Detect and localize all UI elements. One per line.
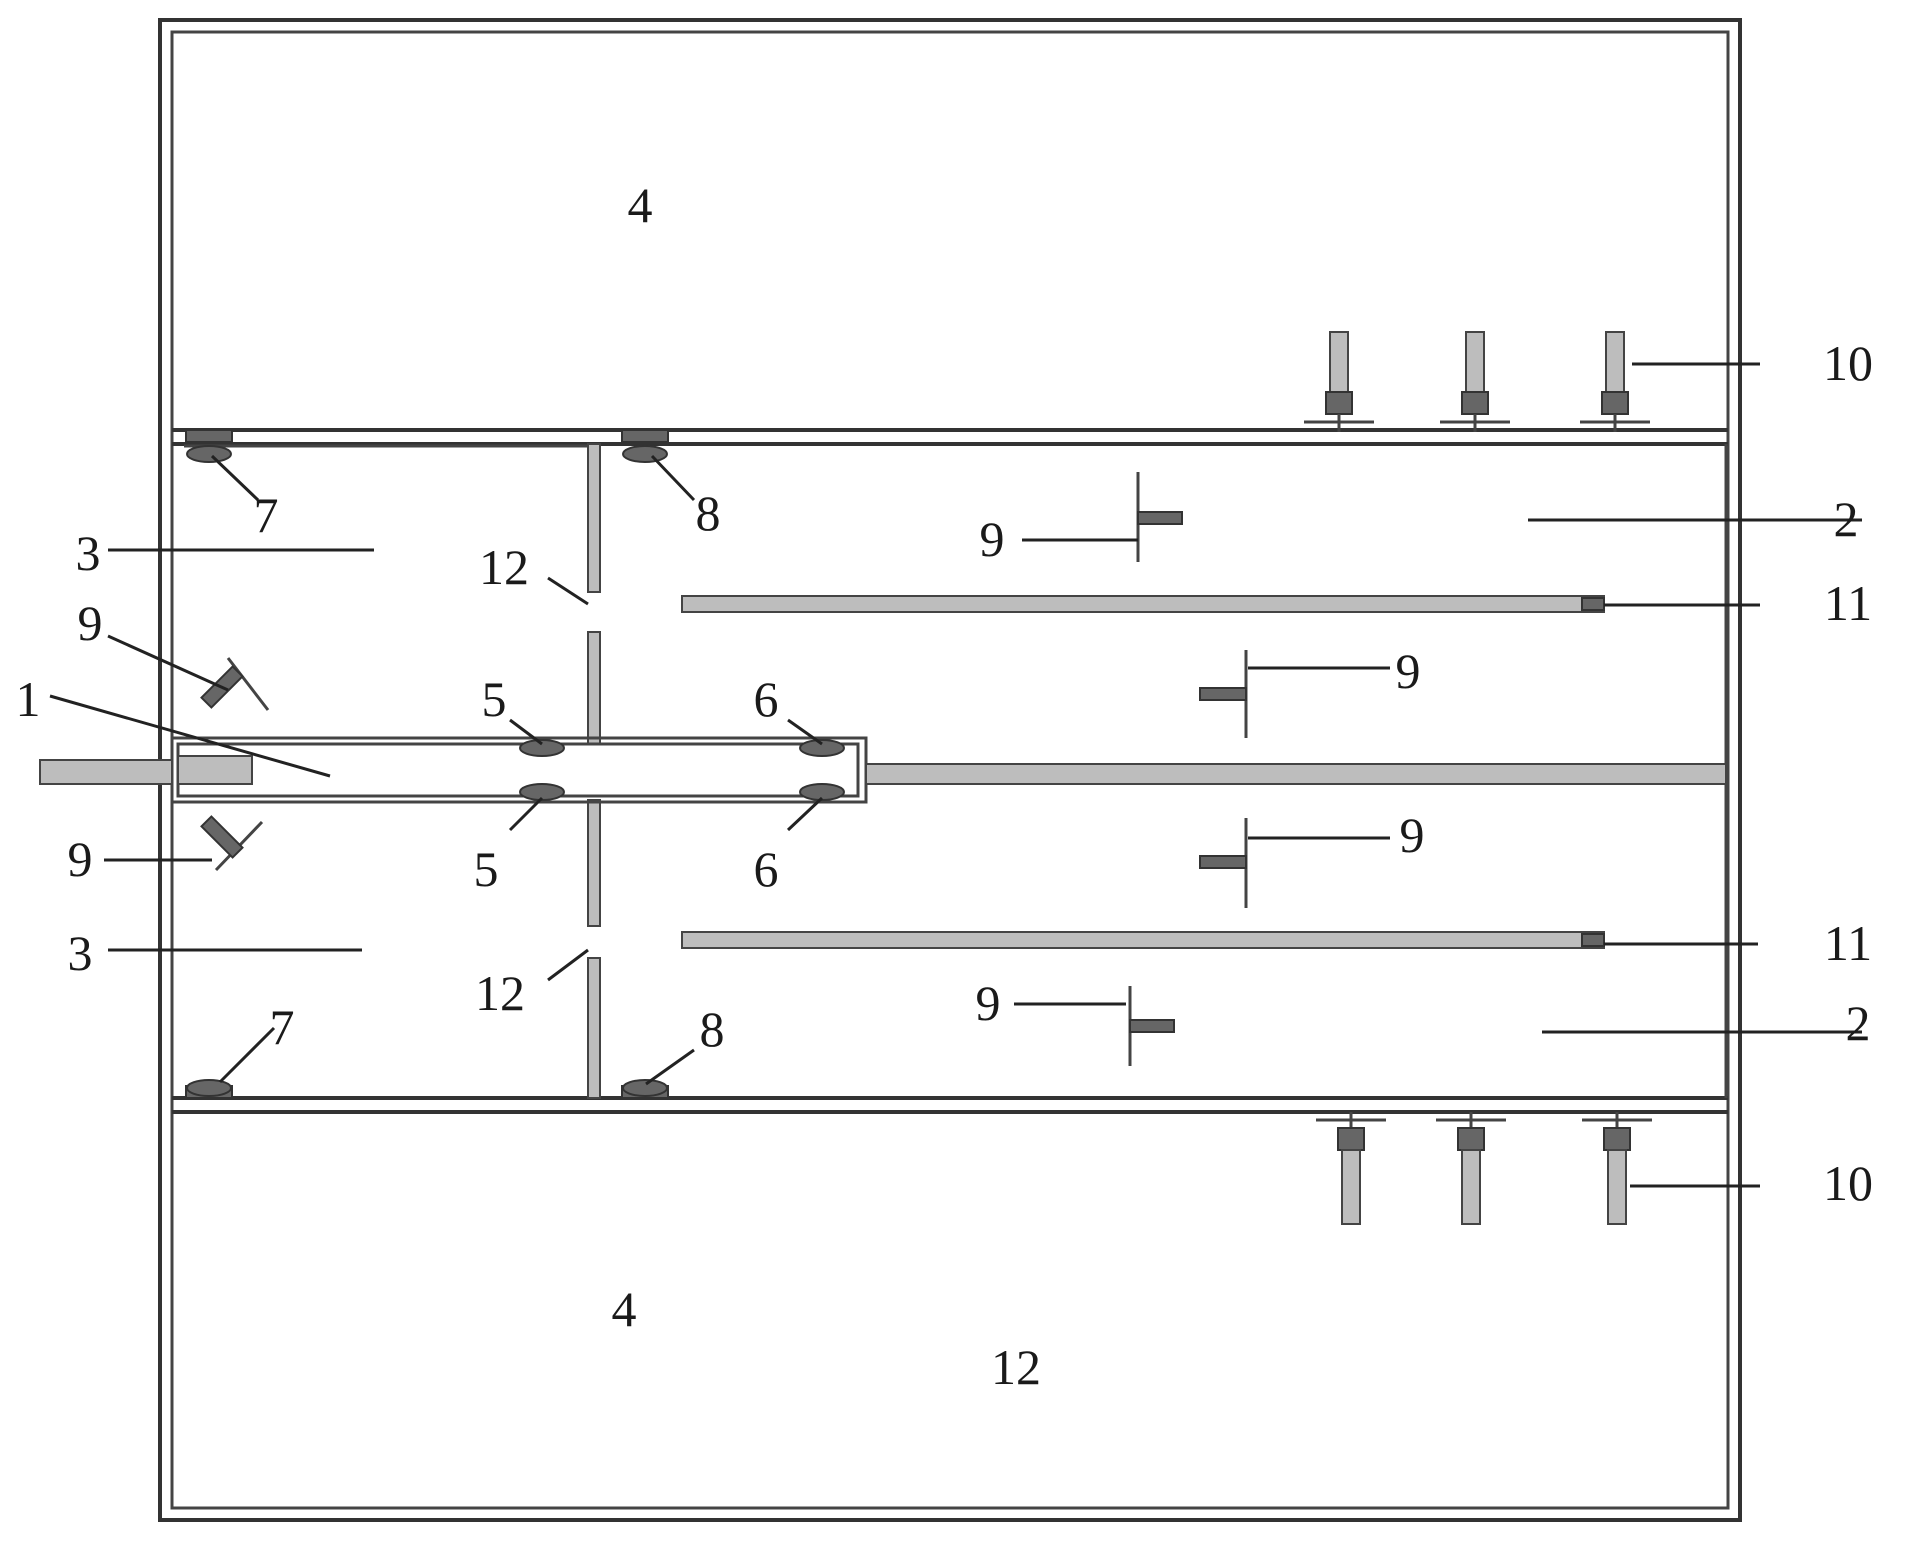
inlet-pipe (39, 759, 173, 785)
label-1: 1 (16, 671, 41, 727)
label-9-lower-mid: 9 (976, 975, 1001, 1031)
label-8-top: 8 (696, 485, 721, 541)
label-2-top: 2 (1834, 491, 1859, 547)
partition-lower-a (587, 799, 601, 927)
label-12-chamber: 12 (991, 1339, 1041, 1395)
fan-9-upper-mid (1136, 472, 1183, 562)
fan-9-center-upper (1199, 650, 1248, 738)
baffle-upper-end (1581, 597, 1605, 611)
baffle-lower (681, 931, 1605, 949)
label-11-bottom: 11 (1824, 915, 1872, 971)
label-2-bottom: 2 (1846, 995, 1871, 1051)
label-12-lower: 12 (475, 965, 525, 1021)
nozzle-10-upper-1 (1304, 331, 1374, 432)
fan-9-lower-left (200, 815, 264, 872)
label-10-top: 10 (1823, 335, 1873, 391)
support-7-top (185, 429, 233, 443)
support-7-top-base (186, 445, 232, 463)
central-channel-inner (176, 742, 860, 798)
fan-9-lower-mid (1128, 986, 1175, 1066)
label-3-top: 3 (76, 525, 101, 581)
baffle-lower-end (1581, 933, 1605, 947)
nozzle-10-lower-2 (1436, 1112, 1506, 1225)
label-9-upper-mid: 9 (980, 511, 1005, 567)
label-5-bottom: 5 (474, 841, 499, 897)
partition-upper-a (587, 443, 601, 593)
central-channel (170, 736, 868, 804)
label-3-bottom: 3 (68, 925, 93, 981)
roller-6-bottom (799, 783, 845, 801)
fan-9-center-lower (1199, 818, 1248, 908)
label-9-center-lower: 9 (1400, 807, 1425, 863)
label-5-top: 5 (482, 671, 507, 727)
roller-5-bottom (519, 783, 565, 801)
nozzle-10-upper-3 (1580, 331, 1650, 432)
label-4-bottom: 4 (612, 1281, 637, 1337)
partition-lower-b (587, 957, 601, 1099)
label-10-bottom: 10 (1823, 1155, 1873, 1211)
label-11-top: 11 (1824, 575, 1872, 631)
label-8-bottom: 8 (700, 1001, 725, 1057)
support-7-bottom-base (186, 1079, 232, 1097)
label-7-bottom: 7 (270, 999, 295, 1055)
roller-6-top (799, 739, 845, 757)
label-6-top: 6 (754, 671, 779, 727)
baffle-upper (681, 595, 1605, 613)
label-6-bottom: 6 (754, 841, 779, 897)
label-9-upper-left: 9 (78, 595, 103, 651)
label-4-top: 4 (628, 177, 653, 233)
center-divider-plate (865, 763, 1727, 785)
support-8-top (621, 429, 669, 443)
channel-inlet-block (177, 755, 253, 785)
support-8-top-base (622, 445, 668, 463)
support-8-bottom-base (622, 1079, 668, 1097)
nozzle-10-lower-1 (1316, 1112, 1386, 1225)
roller-5-top (519, 739, 565, 757)
label-9-lower-left: 9 (68, 831, 93, 887)
label-12-upper: 12 (479, 539, 529, 595)
leader-lines (49, 362, 1862, 1188)
label-9-center-upper: 9 (1396, 643, 1421, 699)
nozzle-10-upper-2 (1440, 331, 1510, 432)
label-7-top: 7 (254, 487, 279, 543)
nozzle-10-lower-3 (1582, 1112, 1652, 1225)
partition-upper-b (587, 631, 601, 745)
